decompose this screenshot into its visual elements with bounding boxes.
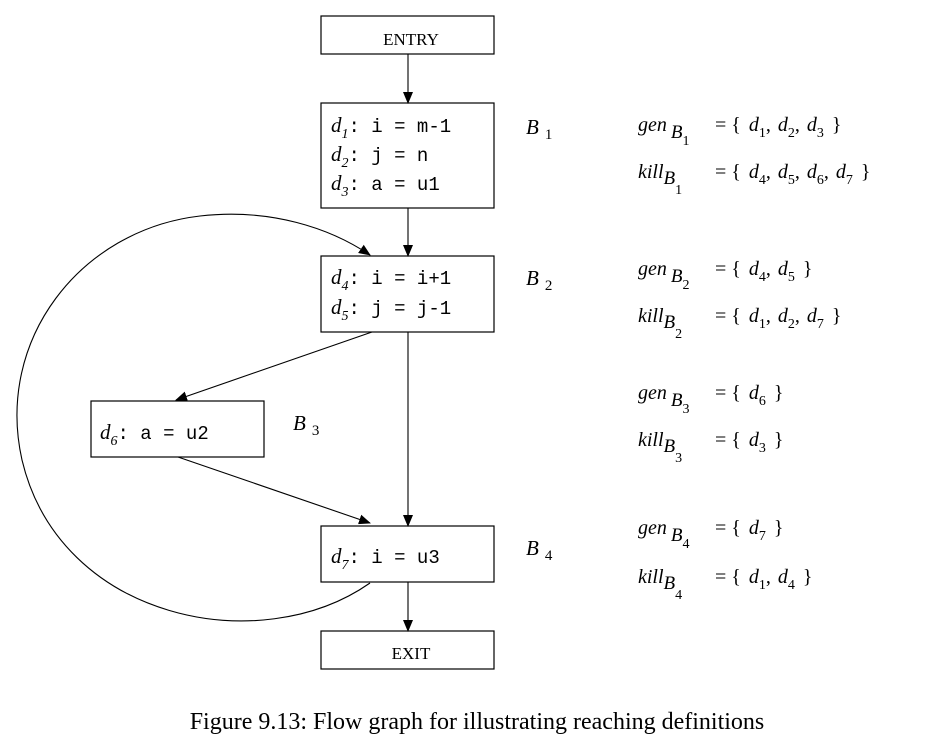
svg-text:= {d3}: = {d3} — [715, 429, 784, 456]
svg-text:d6: a = u2: d6: a = u2 — [100, 420, 209, 449]
block-b2: d4: i = i+1 d5: j = j-1 — [320, 255, 495, 333]
svg-text:killB3: killB3 — [638, 429, 682, 466]
b4-line-1: d7: i = u3 — [331, 544, 440, 573]
svg-text:= {d7}: = {d7} — [715, 517, 784, 544]
svg-text:killB2: killB2 — [638, 305, 682, 342]
svg-text:d5: j = j-1: d5: j = j-1 — [331, 295, 451, 324]
figure-caption: Figure 9.13: Flow graph for illustrating… — [190, 709, 765, 735]
set-kill-b4: killB4 = {d1, d4} — [638, 566, 813, 603]
set-kill-b1: killB1 = {d4, d5, d6, d7} — [638, 161, 871, 198]
block-b4: d7: i = u3 — [320, 525, 495, 583]
svg-text:d7: i = u3: d7: i = u3 — [331, 544, 440, 573]
svg-text:d3: a = u1: d3: a = u1 — [331, 171, 440, 200]
b1-line-1: d1: i = m-1 — [331, 113, 451, 142]
edge-b3-b4 — [177, 456, 371, 525]
b2-line-2: d5: j = j-1 — [331, 295, 451, 324]
b1-line-2: d2: j = n — [331, 142, 428, 171]
block-b3: d6: a = u2 — [90, 400, 265, 458]
entry-label: ENTRY — [383, 30, 439, 49]
edge-b4-b2-back — [16, 213, 371, 622]
block-b1: d1: i = m-1 d2: j = n d3: a = u1 — [320, 102, 495, 209]
set-kill-b3: killB3 = {d3} — [638, 429, 784, 466]
entry-node: ENTRY — [320, 15, 495, 55]
svg-text:= {d1, d2, d3}: = {d1, d2, d3} — [715, 114, 842, 141]
b3-line-1: d6: a = u2 — [100, 420, 209, 449]
exit-label: EXIT — [392, 644, 431, 663]
svg-text:d4: i = i+1: d4: i = i+1 — [331, 265, 451, 294]
b2-line-1: d4: i = i+1 — [331, 265, 451, 294]
svg-text:d1: i = m-1: d1: i = m-1 — [331, 113, 451, 142]
svg-text:= {d4, d5}: = {d4, d5} — [715, 258, 813, 285]
b1-line-3: d3: a = u1 — [331, 171, 440, 200]
svg-text:= {d4, d5, d6, d7}: = {d4, d5, d6, d7} — [715, 161, 871, 188]
set-kill-b2: killB2 = {d1, d2, d7} — [638, 305, 842, 342]
svg-text:= {d1, d2, d7}: = {d1, d2, d7} — [715, 305, 842, 332]
svg-text:d2: j = n: d2: j = n — [331, 142, 428, 171]
svg-text:killB4: killB4 — [638, 566, 682, 603]
svg-text:= {d6}: = {d6} — [715, 382, 784, 409]
exit-node: EXIT — [320, 630, 495, 670]
svg-text:killB1: killB1 — [638, 161, 682, 198]
edge-b2-b3 — [175, 331, 373, 402]
svg-text:= {d1, d4}: = {d1, d4} — [715, 566, 813, 593]
